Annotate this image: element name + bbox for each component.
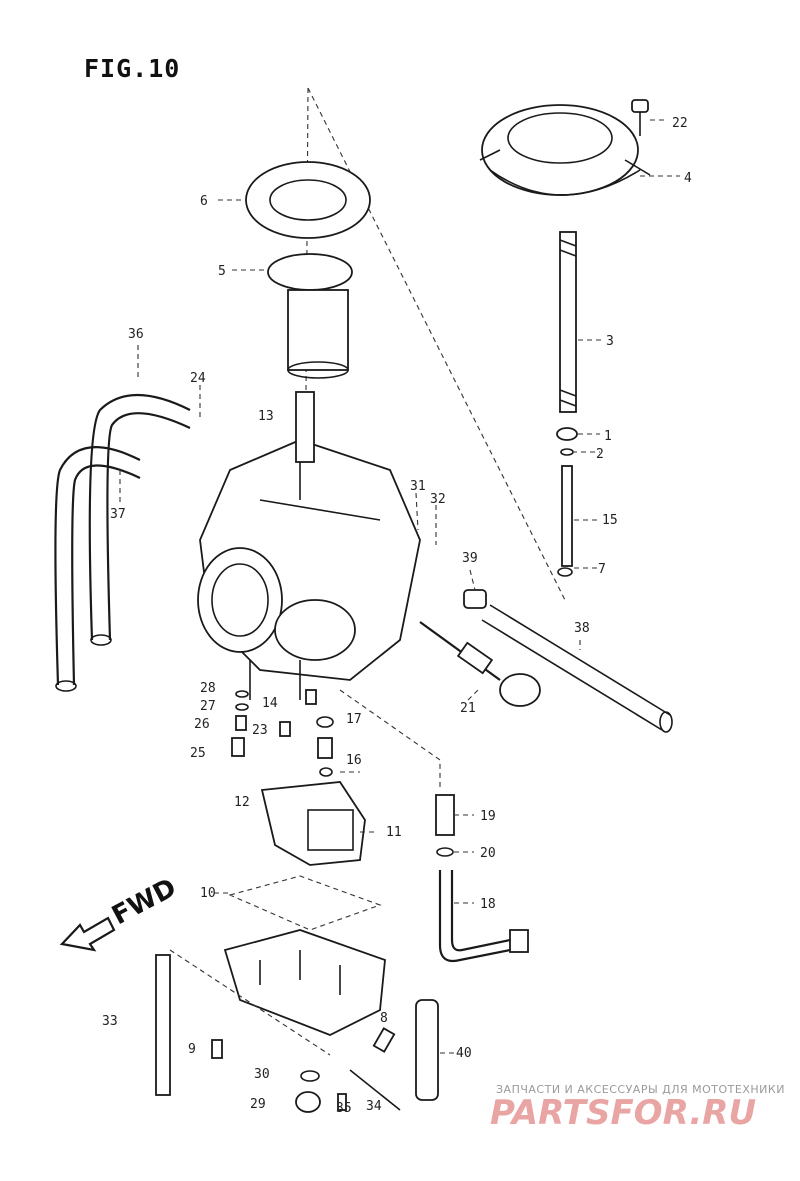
callout-18: 18 <box>480 897 496 912</box>
callout-8: 8 <box>380 1011 388 1026</box>
callout-7: 7 <box>598 562 606 577</box>
callout-39: 39 <box>462 551 478 566</box>
callout-2: 2 <box>596 447 604 462</box>
callout-26: 26 <box>194 717 210 732</box>
needle-part <box>556 231 578 577</box>
callout-6: 6 <box>200 194 208 209</box>
callout-34: 34 <box>366 1099 382 1114</box>
watermark-logo-text: PARTSFOR.RU <box>490 1094 756 1130</box>
vent-tube-part <box>481 604 673 733</box>
callout-31: 31 <box>410 479 426 494</box>
fwd-label: FWD <box>107 873 181 931</box>
gasket-part <box>228 875 382 931</box>
float-bowl-part <box>223 929 386 1036</box>
callout-28: 28 <box>200 681 216 696</box>
callout-20: 20 <box>480 846 496 861</box>
callout-21: 21 <box>460 701 476 716</box>
callout-38: 38 <box>574 621 590 636</box>
piston-part <box>267 253 353 379</box>
overflow-hose-part <box>415 999 439 1101</box>
callout-13: 13 <box>258 409 274 424</box>
callout-14: 14 <box>262 696 278 711</box>
top-cover-part <box>479 104 651 196</box>
clip-part <box>463 589 487 609</box>
callout-32: 32 <box>430 492 446 507</box>
callout-4: 4 <box>684 171 692 186</box>
callout-3: 3 <box>606 334 614 349</box>
drain-hose-part <box>155 949 331 1096</box>
fuel-hose-part <box>435 794 529 963</box>
callout-12: 12 <box>234 795 250 810</box>
callout-10: 10 <box>200 886 216 901</box>
callout-15: 15 <box>602 513 618 528</box>
jet-part <box>316 716 334 777</box>
watermark-tagline: ЗАПЧАСТИ И АКСЕССУАРЫ ДЛЯ МОТОТЕХНИКИ <box>496 1083 785 1096</box>
callout-5: 5 <box>218 264 226 279</box>
callout-30: 30 <box>254 1067 270 1082</box>
callout-16: 16 <box>346 753 362 768</box>
screw-part <box>631 99 649 136</box>
callout-19: 19 <box>480 809 496 824</box>
callout-1: 1 <box>604 429 612 444</box>
screw-set-part <box>231 689 317 757</box>
callout-33: 33 <box>102 1014 118 1029</box>
callout-27: 27 <box>200 699 216 714</box>
callout-labels: 2246531215713362437313239382128272625142… <box>102 116 692 1116</box>
callout-9: 9 <box>188 1042 196 1057</box>
callout-17: 17 <box>346 712 362 727</box>
callout-35: 35 <box>336 1101 352 1116</box>
leader-lines <box>119 119 680 1054</box>
carburetor-body <box>197 391 421 700</box>
callout-25: 25 <box>190 746 206 761</box>
callout-11: 11 <box>386 825 402 840</box>
figure-title: FIG.10 <box>84 54 181 83</box>
guide-line <box>307 87 566 601</box>
forward-arrow-icon <box>59 916 116 952</box>
callout-23: 23 <box>252 723 268 738</box>
callout-22: 22 <box>672 116 688 131</box>
callout-24: 24 <box>190 371 206 386</box>
vent-hose-part <box>54 394 191 692</box>
callout-37: 37 <box>110 507 126 522</box>
callout-36: 36 <box>128 327 144 342</box>
callout-29: 29 <box>250 1097 266 1112</box>
small-screw-parts <box>211 1027 401 1113</box>
diaphragm-part <box>245 161 371 239</box>
callout-40: 40 <box>456 1046 472 1061</box>
choke-plunger-part <box>419 621 541 707</box>
float-part <box>260 781 366 866</box>
watermark-logo: PARTSFOR.RU <box>490 1094 756 1130</box>
